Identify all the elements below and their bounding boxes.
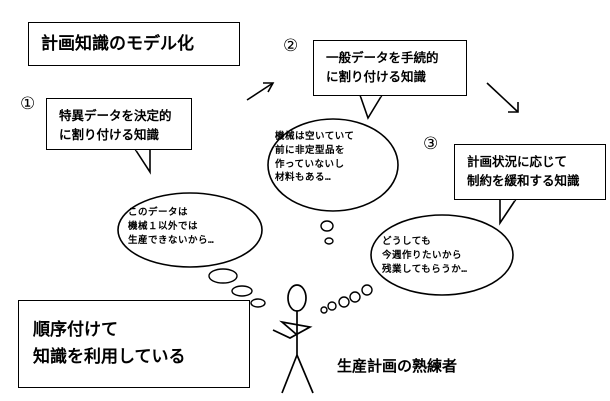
thought-bubble-1 xyxy=(117,192,263,268)
thought-trail-2 xyxy=(320,220,334,245)
arrow-1-to-2 xyxy=(246,82,275,101)
thought-bubble-3 xyxy=(370,214,514,296)
thought-text-1: このデータは 機械１以外では 生産できないから… xyxy=(128,207,215,246)
arrow-2-to-3 xyxy=(486,82,519,113)
thought-trail-3 xyxy=(320,284,373,314)
expert-figure xyxy=(272,284,314,394)
callout-2-tail xyxy=(358,94,384,120)
callout-3-tail xyxy=(499,198,518,226)
thought-bubble-2 xyxy=(267,118,399,212)
callout-1-tail xyxy=(133,148,151,175)
conclusion-box: 順序付けて 知識を利用している xyxy=(18,300,250,388)
step-3-number: ③ xyxy=(423,134,439,154)
thought-text-2: 機械は空いていて 前に非定型品を 作っていないし 材料もある… xyxy=(275,131,355,184)
step-1-callout: 特異データを決定的 に割り付ける知識 xyxy=(46,98,192,150)
step-2-number: ② xyxy=(283,36,299,56)
step-1-number: ① xyxy=(20,94,36,114)
diagram-title: 計画知識のモデル化 xyxy=(28,22,240,66)
expert-label: 生産計画の熟練者 xyxy=(337,357,458,375)
step-3-callout: 計画状況に応じて 制約を緩和する知識 xyxy=(454,144,606,200)
step-2-callout: 一般データを手続的 に割り付ける知識 xyxy=(313,40,467,96)
thought-text-3: どうしても 今週作りたいから 残業してもらうか… xyxy=(382,236,468,275)
thought-trail-1 xyxy=(208,268,266,308)
